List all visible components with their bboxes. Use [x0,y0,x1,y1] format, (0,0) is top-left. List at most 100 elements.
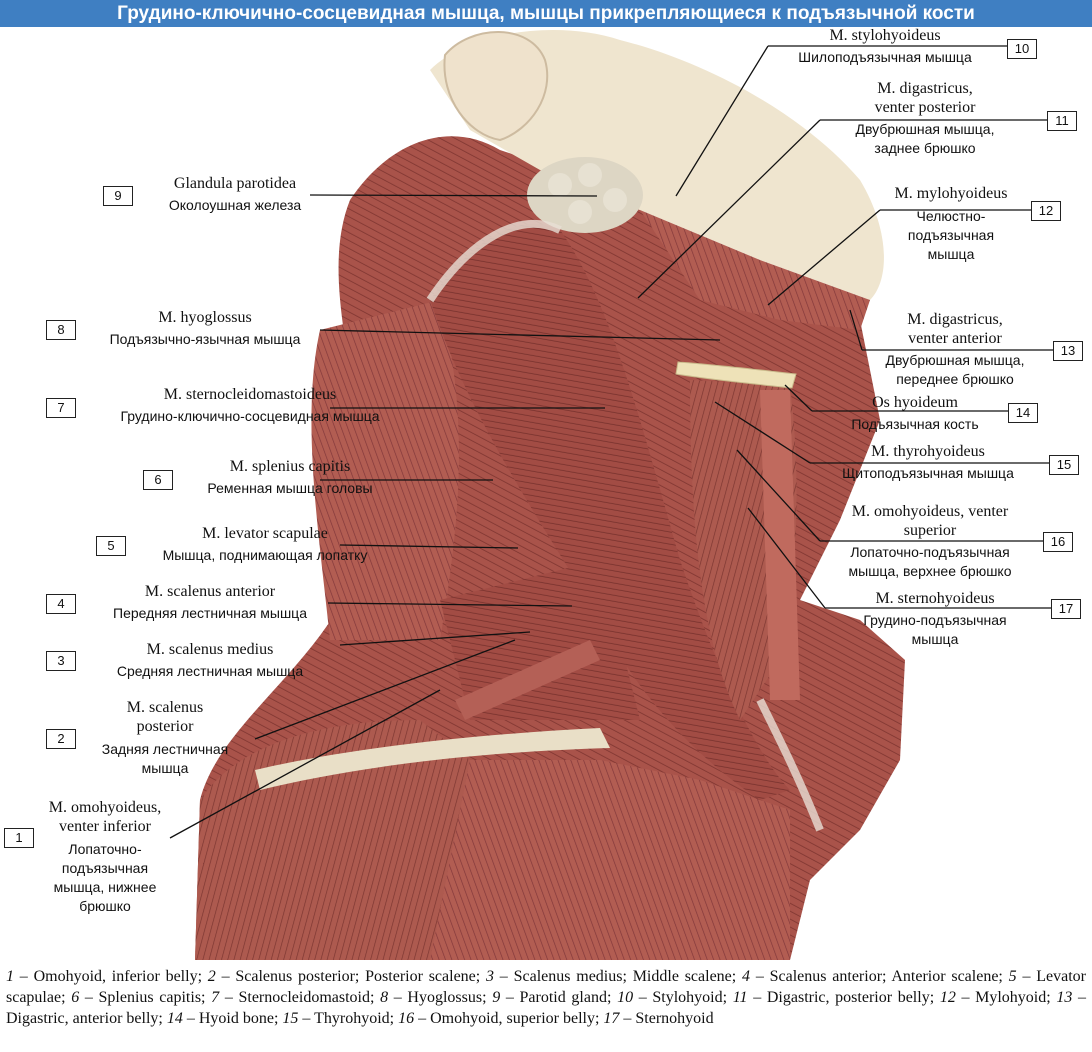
label-number-15: 15 [1049,455,1079,475]
label-2-latin-1: M. scalenus [126,699,204,716]
label-5-latin-1: M. levator scapulae [202,525,328,542]
label-6: M. splenius capitis Ременная мышца голов… [170,457,410,498]
hyoid-bone [675,361,797,389]
clavicle [255,728,610,790]
label-4: M. scalenus anterior Передняя лестничная… [80,582,340,623]
label-13-latin-1: M. digastricus, [907,311,1003,328]
caption-item: 6 – Splenius capitis; [71,989,212,1006]
infrahyoid-muscles [690,380,800,720]
label-2-russian-2: мышца [141,760,189,776]
splenius-region [311,300,459,640]
label-7-russian-1: Грудино-ключично-сосцевидная мышца [120,408,380,424]
label-number-8: 8 [46,320,76,340]
label-6-russian-1: Ременная мышца головы [207,480,373,496]
label-11: M. digastricus, venter posterior Двубрюш… [825,79,1025,158]
label-number-9: 9 [103,186,133,206]
label-9-latin-1: Glandula parotidea [173,175,297,192]
label-10: M. stylohyoideus Шилоподъязычная мышца [770,26,1000,67]
label-4-russian-1: Передняя лестничная мышца [113,605,307,621]
label-13-russian-2: переднее брюшко [896,371,1014,387]
label-10-latin-1: M. stylohyoideus [829,27,941,44]
label-12-russian-1: Челюстно- [916,208,986,224]
label-number-4: 4 [46,594,76,614]
label-11-russian-1: Двубрюшная мышца, [855,121,995,137]
parotid-gland [527,157,643,233]
label-7: M. sternocleidomastoideus Грудино-ключич… [80,385,420,426]
label-8-russian-1: Подъязычно-язычная мышца [109,331,301,347]
label-number-1: 1 [4,828,34,848]
label-17-latin-1: M. sternohyoideus [875,590,995,607]
label-14-latin-1: Os hyoideum [872,394,958,411]
caption-item: 13 – Digastric, anterior belly; [6,989,1087,1027]
label-11-latin-1: M. digastricus, [877,80,973,97]
label-16-latin-1: M. omohyoideus, venter [851,503,1009,520]
neck-anatomy-illustration [169,30,1053,960]
label-1-russian-2: подъязычная [61,860,149,876]
label-17-russian-1: Грудино-подъязычная [863,612,1007,628]
caption-item: 15 – Thyrohyoid; [282,1010,399,1027]
caption-item: 1 – Omohyoid, inferior belly; [6,968,208,985]
figure-caption: 1 – Omohyoid, inferior belly; 2 – Scalen… [6,966,1086,1029]
label-17-russian-2: мышца [911,631,959,647]
label-9-russian-1: Околоушная железа [168,197,302,213]
label-14: Os hyoideum Подъязычная кость [820,393,1010,434]
leader-lines [169,45,1053,839]
caption-item: 17 – Sternohyoid [603,1010,714,1027]
label-3-russian-1: Средняя лестничная мышца [116,663,304,679]
ear [443,31,549,142]
label-2: M. scalenus posterior Задняя лестничная … [80,698,250,778]
label-15-latin-1: M. thyrohyoideus [871,443,985,460]
caption-item: 11 – Digastric, posterior belly; [732,989,940,1006]
label-16: M. omohyoideus, venter superior Лопаточн… [820,502,1040,581]
label-15-russian-1: Щитоподъязычная мышца [842,465,1014,481]
label-number-2: 2 [46,729,76,749]
label-2-russian-1: Задняя лестничная [101,741,229,757]
caption-item: 16 – Omohyoid, superior belly; [398,1010,604,1027]
label-4-latin-1: M. scalenus anterior [144,583,276,600]
label-12: M. mylohyoideus Челюстно- подъязычная мы… [866,184,1036,264]
label-number-10: 10 [1007,39,1037,59]
label-5: M. levator scapulae Мышца, поднимающая л… [130,524,400,565]
label-number-7: 7 [46,398,76,418]
label-16-russian-2: мышца, верхнее брюшко [848,563,1012,579]
caption-item: 12 – Mylohyoid; [939,989,1057,1006]
label-12-russian-2: подъязычная [907,227,995,243]
label-3: M. scalenus medius Средняя лестничная мы… [80,640,340,681]
label-8: M. hyoglossus Подъязычно-язычная мышца [80,308,330,349]
label-13-russian-1: Двубрюшная мышца, [885,352,1025,368]
label-8-latin-1: M. hyoglossus [158,309,252,326]
label-2-latin-2: posterior [136,718,194,735]
label-16-latin-2: superior [903,522,957,539]
caption-item: 10 – Stylohyoid; [617,989,733,1006]
label-7-latin-1: M. sternocleidomastoideus [163,386,337,403]
caption-item: 8 – Hyoglossus; [380,989,493,1006]
label-1-latin-2: venter inferior [59,818,151,835]
fascia-highlights [426,219,824,832]
label-1-russian-4: брюшко [79,898,131,914]
label-11-russian-2: заднее брюшко [874,140,976,156]
label-5-russian-1: Мышца, поднимающая лопатку [162,547,368,563]
label-number-13: 13 [1053,341,1083,361]
page-title: Грудино-ключично-сосцевидная мышца, мышц… [0,0,1092,27]
label-16-russian-1: Лопаточно-подъязычная [850,544,1010,560]
label-1-latin-1: M. omohyoideus, [48,799,162,816]
label-1-russian-1: Лопаточно- [68,841,142,857]
label-11-latin-2: venter posterior [874,99,976,116]
label-number-6: 6 [143,470,173,490]
caption-item: 3 – Scalenus medius; Middle scalene; [486,968,743,985]
label-9: Glandula parotidea Околоушная железа [130,174,340,215]
label-number-11: 11 [1047,111,1077,131]
label-12-russian-3: мышца [927,246,975,262]
sternocleidomastoid-muscle [430,223,790,800]
label-12-latin-1: M. mylohyoideus [894,185,1008,202]
label-13-latin-2: venter anterior [908,330,1002,347]
label-number-16: 16 [1043,532,1073,552]
label-number-12: 12 [1031,201,1061,221]
label-1-russian-3: мышца, нижнее [53,879,157,895]
label-1: M. omohyoideus, venter inferior Лопаточн… [20,798,190,916]
caption-item: 5 – Levator scapulae; [6,968,1086,1006]
caption-item: 2 – Scalenus posterior; Posterior scalen… [207,968,487,985]
label-13: M. digastricus, venter anterior Двубрюшн… [860,310,1050,389]
caption-item: 9 – Parotid gland; [492,989,618,1006]
label-number-14: 14 [1008,403,1038,423]
